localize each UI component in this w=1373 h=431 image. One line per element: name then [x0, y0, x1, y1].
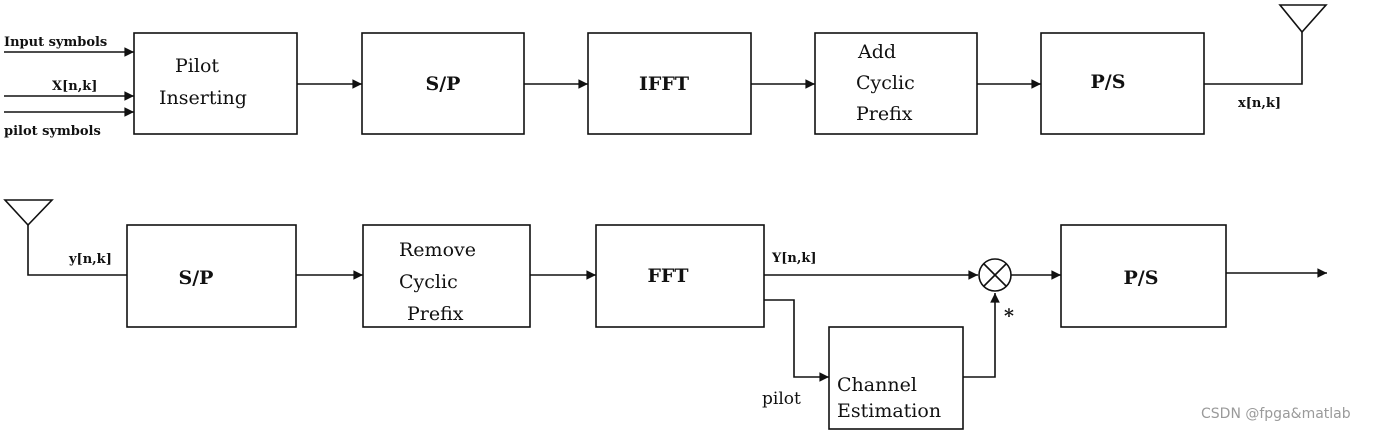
x-freq-label: X[n,k]: [52, 79, 97, 94]
add-cp-line2: Cyclic: [856, 72, 915, 94]
rx-input-line: [27, 225, 127, 276]
add-cp-line3: Prefix: [856, 103, 913, 125]
rx-antenna-icon: [3, 199, 54, 227]
watermark: CSDN @fpga&matlab: [1201, 406, 1351, 422]
rx-sp-block: [126, 224, 297, 328]
pilot-label: pilot: [762, 389, 801, 409]
remove-cyclic-prefix-block: [362, 224, 531, 328]
fft-to-channel-est-arrow: [764, 299, 829, 382]
pilot-symbols-label: pilot symbols: [4, 124, 101, 139]
tx-ps-label: P/S: [1091, 71, 1126, 93]
conjugate-mark: *: [1004, 305, 1014, 327]
tx-antenna-icon: [1278, 4, 1328, 34]
rx-ps-label: P/S: [1124, 267, 1159, 289]
tx-output-signal-label: x[n,k]: [1238, 96, 1281, 111]
ifft-label: IFFT: [639, 73, 689, 95]
add-cp-line1: Add: [857, 41, 896, 63]
channel-estimation-block: [828, 326, 964, 430]
input-symbols-label: Input symbols: [4, 35, 107, 50]
channel-est-line1: Channel: [837, 374, 917, 396]
remove-cp-line3: Prefix: [407, 303, 464, 325]
channel-est-line2: Estimation: [837, 400, 941, 422]
tx-output-line: [1204, 32, 1303, 85]
rx-input-signal-label: y[n,k]: [68, 252, 112, 267]
tx-ps-block: [1040, 32, 1205, 135]
remove-cp-line2: Cyclic: [399, 271, 458, 293]
channel-est-to-multiplier-arrow: [963, 292, 1000, 378]
ifft-block: [587, 32, 752, 135]
pilot-inserting-line1: Pilot: [175, 55, 219, 77]
rx-sp-label: S/P: [179, 267, 214, 289]
fft-block: [595, 224, 765, 328]
multiplier-icon: [978, 258, 1012, 292]
tx-sp-label: S/P: [426, 73, 461, 95]
remove-cp-line1: Remove: [399, 239, 476, 261]
fft-output-signal-label: Y[n,k]: [771, 251, 817, 266]
rx-ps-block: [1060, 224, 1227, 328]
tx-sp-block: [361, 32, 525, 135]
pilot-inserting-line2: Inserting: [159, 87, 247, 109]
fft-label: FFT: [647, 265, 688, 287]
pilot-inserting-block: [133, 32, 298, 135]
